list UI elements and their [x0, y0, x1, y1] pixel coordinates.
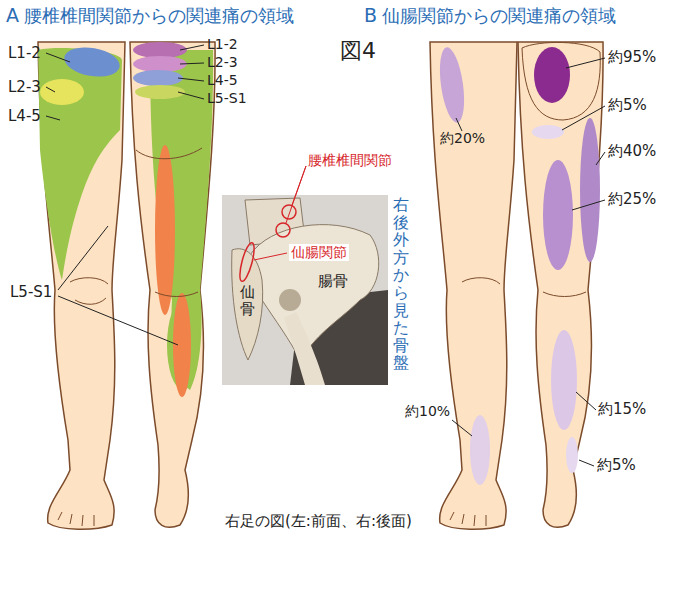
percent-label: 約15% [598, 400, 646, 418]
joint-label: 仙腸関節 [289, 244, 349, 261]
leader-lines [46, 45, 605, 466]
panel-heading: 腰椎椎間関節からの関連痛の領域 [24, 5, 294, 27]
segment-label: L4-5 [207, 72, 238, 89]
segment-label: L5-S1 [10, 283, 52, 301]
percent-label: 約5% [608, 96, 647, 114]
segment-label: L1-2 [8, 44, 41, 62]
percent-label: 約40% [608, 142, 656, 160]
leg-back-b [518, 42, 603, 527]
figure-number: 図4 [340, 38, 376, 64]
figure-caption: 右足の図(左:前面、右:後面) [225, 512, 412, 530]
bone-label: 腸骨 [318, 272, 348, 290]
pelvis-photo [222, 195, 388, 385]
percent-label: 約5% [597, 456, 636, 474]
joint-label: 腰椎椎間関節 [308, 152, 392, 169]
photo-caption: 右後外方から見た骨盤 [393, 196, 409, 372]
percent-label: 約95% [608, 48, 656, 66]
leg-front-b [430, 42, 517, 529]
panel-heading: 仙腸関節からの関連痛の領域 [382, 5, 616, 27]
leg-back-a [130, 42, 215, 527]
percent-label: 約25% [608, 190, 656, 208]
segment-label: L1-2 [207, 36, 238, 53]
segment-label: L4-5 [8, 107, 41, 125]
percent-label: 約20% [440, 130, 485, 147]
percent-label: 約10% [405, 403, 450, 420]
panel-letter: A [6, 4, 19, 27]
panel-letter: B [364, 4, 377, 27]
bone-label: 仙骨 [240, 284, 255, 317]
segment-label: L5-S1 [207, 90, 247, 107]
segment-label: L2-3 [207, 54, 238, 71]
segment-label: L2-3 [8, 78, 41, 96]
